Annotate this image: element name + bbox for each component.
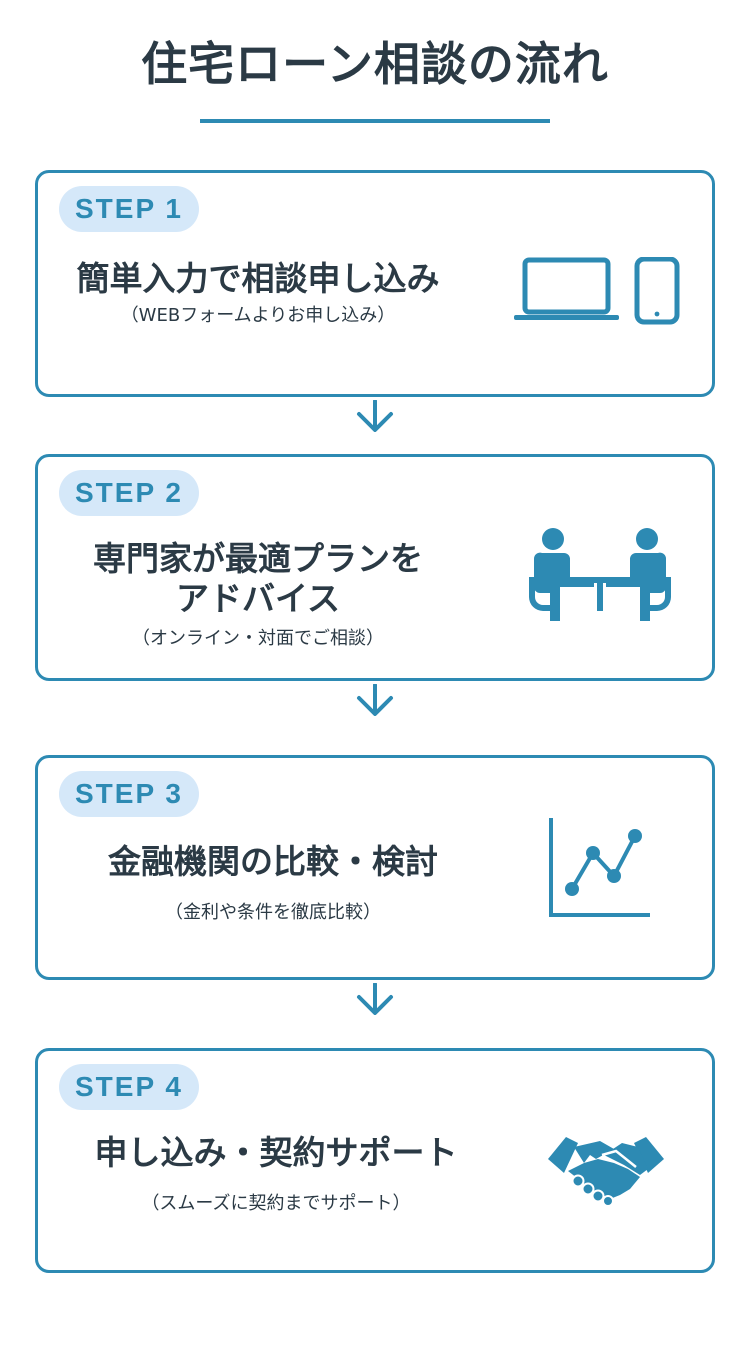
step-1-note: （WEBフォームよりお申し込み） xyxy=(120,305,396,326)
arrow-down-icon xyxy=(357,684,393,716)
step-3-heading: 金融機関の比較・検討 xyxy=(108,842,438,881)
step-4-heading: 申し込み・契約サポート xyxy=(94,1133,458,1172)
step-2-heading-line2: アドバイス xyxy=(175,579,340,618)
arrow-down-icon xyxy=(357,983,393,1015)
step-2-badge: STEP 2 xyxy=(59,470,199,516)
step-2-heading: 専門家が最適プランを xyxy=(93,539,423,578)
step-1-heading: 簡単入力で相談申し込み xyxy=(76,259,440,298)
step-2-card: STEP 2 専門家が最適プランを アドバイス （オンライン・対面でご相談） xyxy=(35,454,715,681)
step-1-badge: STEP 1 xyxy=(59,186,199,232)
step-4-note: （スムーズに契約までサポート） xyxy=(141,1193,411,1214)
step-3-badge: STEP 3 xyxy=(59,771,199,817)
arrow-down-icon xyxy=(357,400,393,432)
step-3-note: （金利や条件を徹底比較） xyxy=(165,902,381,923)
step-4-card: STEP 4 申し込み・契約サポート （スムーズに契約までサポート） xyxy=(35,1048,715,1273)
page-title: 住宅ローン相談の流れ xyxy=(141,37,609,91)
step-2-note: （オンライン・対面でご相談） xyxy=(132,628,384,649)
step-1-card: STEP 1 簡単入力で相談申し込み （WEBフォームよりお申し込み） xyxy=(35,170,715,397)
handshake-icon xyxy=(544,1129,668,1211)
laptop-and-phone-icon xyxy=(512,256,682,331)
title-underline xyxy=(200,119,550,123)
step-3-card: STEP 3 金融機関の比較・検討 （金利や条件を徹底比較） xyxy=(35,755,715,980)
consultation-meeting-icon xyxy=(525,527,675,631)
step-4-badge: STEP 4 xyxy=(59,1064,199,1110)
line-chart-icon xyxy=(546,816,652,922)
